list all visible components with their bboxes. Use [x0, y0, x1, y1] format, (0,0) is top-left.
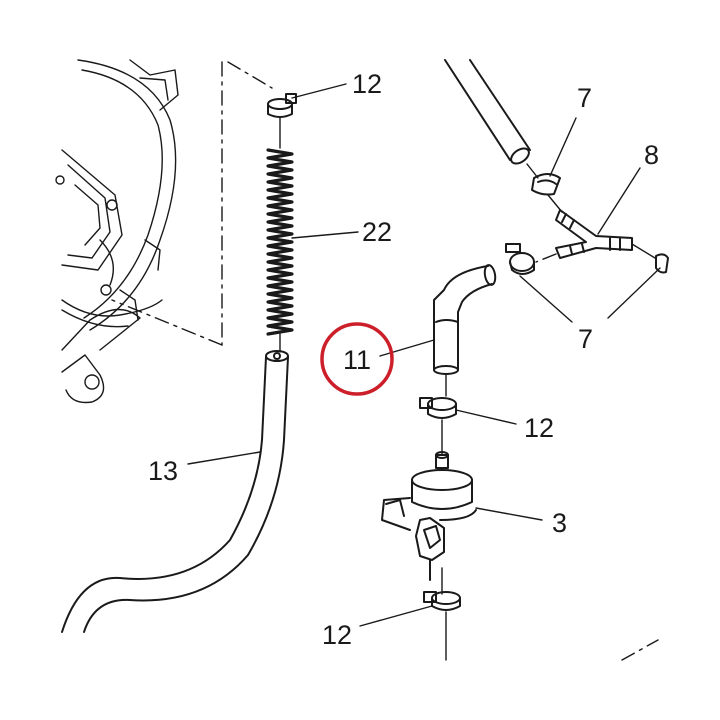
callout-22: 22	[362, 217, 392, 247]
leader-7-lower-a	[519, 275, 573, 323]
callout-7-upper: 7	[577, 83, 592, 113]
axis-connector-right	[631, 243, 656, 259]
leader-7-upper	[549, 117, 577, 177]
callout-8: 8	[644, 140, 659, 170]
callout-12-middle: 12	[524, 413, 554, 443]
clip-7-lower	[505, 243, 535, 275]
highlight-circle-11	[320, 322, 394, 396]
leader-7-lower-b	[607, 267, 661, 319]
callout-11: 11	[343, 345, 371, 375]
leader-13	[187, 451, 261, 465]
leader-8	[597, 167, 641, 235]
leader-12-bottom	[359, 605, 433, 627]
callout-7-lower: 7	[578, 324, 593, 354]
leader-12-middle	[455, 409, 517, 425]
spring-22	[266, 148, 294, 336]
assembly-leader-line	[111, 61, 273, 346]
clip-12-top	[267, 93, 297, 118]
axis-hose-clip7	[526, 163, 539, 179]
upper-hose	[444, 59, 531, 165]
leader-12-top	[291, 83, 347, 99]
callout-3: 3	[552, 508, 567, 538]
leader-22	[291, 231, 359, 239]
axis-connector-left	[535, 253, 557, 263]
engine-housing	[55, 59, 179, 404]
leader-11	[379, 339, 435, 357]
leader-3	[475, 507, 543, 521]
edge-fragment	[621, 639, 659, 661]
clip-12-middle	[419, 397, 457, 419]
hose-13	[61, 350, 289, 633]
hose-11	[433, 264, 497, 375]
clip-7-upper	[531, 173, 561, 196]
y-connector-8	[555, 209, 633, 259]
callout-12-bottom: 12	[322, 620, 352, 650]
leader-lines	[187, 83, 661, 627]
callout-13: 13	[148, 456, 178, 486]
valve-3	[381, 451, 477, 581]
callout-12-top: 12	[352, 69, 382, 99]
